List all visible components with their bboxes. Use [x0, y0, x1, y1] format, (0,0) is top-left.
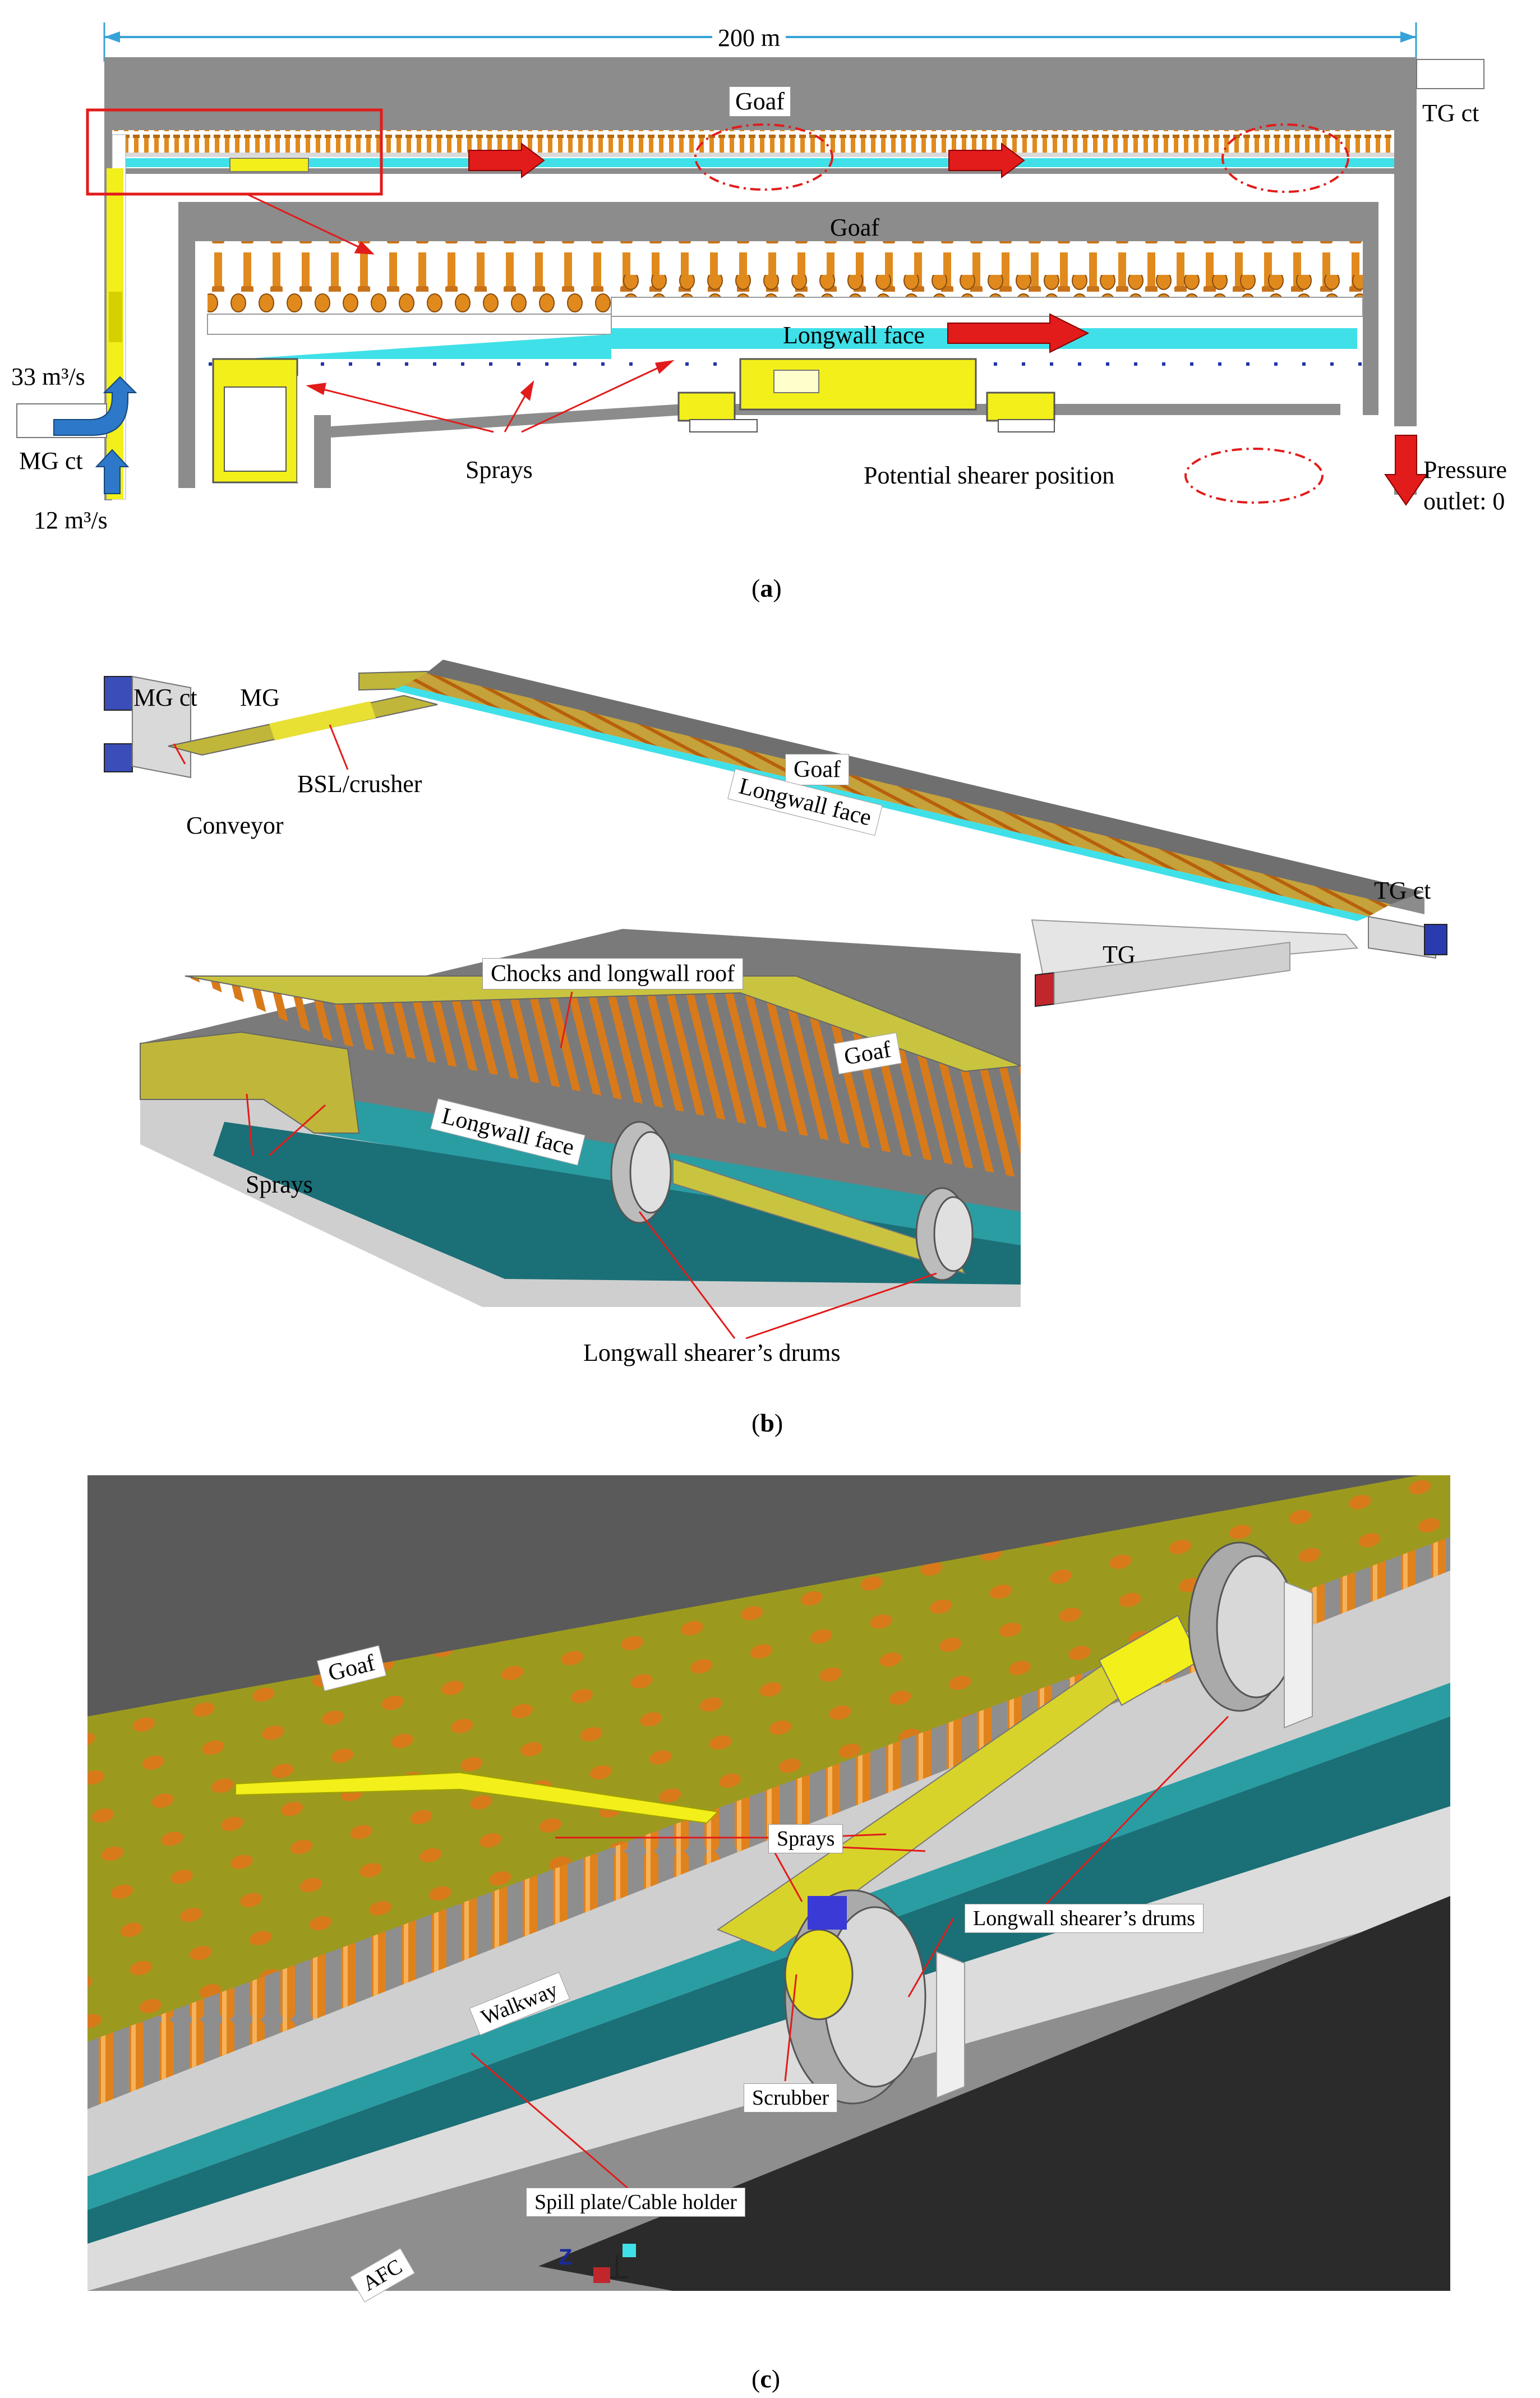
inflow-arrow-12 [95, 449, 130, 494]
bsl-crusher-label: BSL/crusher [297, 770, 422, 798]
shearer-drums-label-c: Longwall shearer’s drums [965, 1904, 1204, 1933]
goaf-inset-label: Goaf [830, 214, 879, 241]
detail-model [140, 929, 1021, 1307]
flow-arrow [468, 142, 545, 178]
axis-z-label: Z [559, 2245, 573, 2270]
goaf-label-top: Goaf [729, 86, 791, 117]
flow-33-label: 33 m³/s [11, 363, 85, 390]
tg-label-b: TG [1103, 941, 1136, 968]
scrubber-label: Scrubber [744, 2083, 838, 2112]
pressure-outlet-label-2: outlet: 0 [1423, 487, 1505, 515]
leader-lines-b [173, 724, 937, 1340]
conveyor-label: Conveyor [186, 812, 284, 839]
potential-shearer-label: Potential shearer position [864, 462, 1115, 489]
sprays-label-c: Sprays [768, 1824, 843, 1853]
shearer-position-ellipse [1221, 123, 1349, 193]
shearer-position-legend-ellipse [1184, 448, 1324, 504]
sprays-label: Sprays [465, 456, 533, 484]
pressure-outlet-label-1: Pressure [1423, 456, 1507, 484]
flow-12-label: 12 m³/s [34, 507, 108, 534]
caption-b: (b) [751, 1409, 783, 1437]
mg-ct-label-b: MG ct [133, 684, 197, 711]
inflow-arrow-33 [53, 376, 137, 436]
outlet-arrow [1384, 435, 1428, 506]
longwall-face-strip [112, 158, 1396, 167]
caption-c: (c) [751, 2364, 781, 2393]
overview-model [104, 660, 1447, 1007]
leader-lines [246, 193, 675, 433]
sprays-label-b: Sprays [246, 1171, 313, 1198]
caption-a: (a) [751, 574, 782, 602]
shearer-drums-label-b: Longwall shearer’s drums [583, 1339, 841, 1366]
goaf-label-b: Goaf [785, 754, 849, 785]
flow-arrow [948, 142, 1025, 178]
chocks-roof-label: Chocks and longwall roof [482, 958, 744, 989]
panel-a-diagram [16, 22, 1484, 506]
tg-ct-label-b: TG ct [1374, 877, 1431, 904]
panel-b-diagram [104, 660, 1447, 1340]
dimension-label: 200 m [712, 26, 786, 50]
spill-plate-label: Spill plate/Cable holder [526, 2188, 745, 2217]
tg-ct-label: TG ct [1422, 99, 1479, 127]
shearer-position-ellipse [694, 123, 833, 191]
tailgate [1394, 57, 1417, 495]
chock-row [112, 130, 1396, 154]
flow-arrow [947, 313, 1090, 353]
longwall-face-label: Longwall face [783, 321, 925, 349]
mg-label-b: MG [240, 684, 280, 711]
zoom-box [86, 108, 383, 196]
mg-ct-label: MG ct [19, 447, 83, 475]
inset [178, 202, 1419, 488]
